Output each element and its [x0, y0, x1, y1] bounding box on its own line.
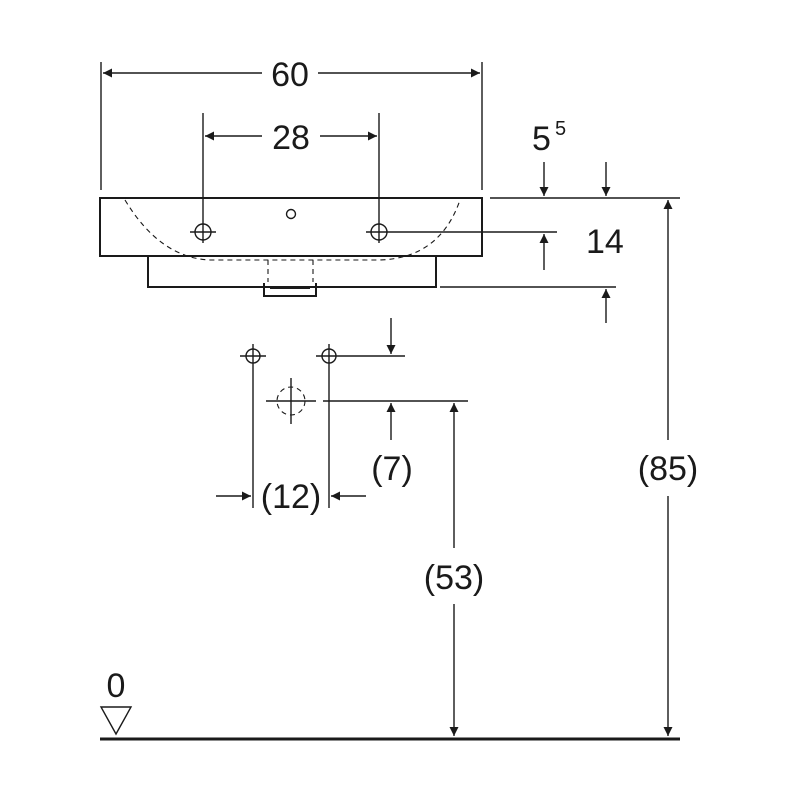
basin-top-body — [99, 197, 483, 257]
basin-lower-body — [147, 256, 437, 288]
bracket-hole-right — [316, 344, 342, 370]
floor-level — [99, 706, 680, 741]
overflow-hole — [285, 208, 297, 220]
bracket-spacing-label: (12) — [261, 478, 321, 516]
top-offset-dimension — [490, 162, 680, 199]
bracket-hole-left — [240, 344, 266, 370]
waste-pipe-position — [266, 378, 316, 424]
width-dimension — [100, 62, 483, 190]
tap-hole-right — [366, 222, 392, 243]
drain-hidden-line — [267, 260, 314, 282]
bowl-depth-label: 14 — [586, 223, 624, 261]
top-offset-superscript: 5 — [555, 118, 566, 140]
tap-spacing-label: 28 — [272, 119, 310, 157]
tap-spacing-dimension — [202, 113, 380, 222]
drain-outlet — [263, 283, 317, 297]
tap-hole-left — [190, 222, 216, 243]
top-offset-label: 5 — [532, 120, 551, 158]
bracket-height-label: (53) — [424, 559, 484, 597]
basin-bowl-hidden-line — [124, 199, 461, 261]
basin-front-view — [99, 197, 483, 297]
overall-width-label: 60 — [271, 56, 309, 94]
bowl-depth-dimension — [392, 231, 616, 323]
total-height-label: (85) — [638, 450, 698, 488]
bracket-vertical-dimension — [323, 318, 468, 440]
bracket-holes — [240, 344, 342, 508]
level-marker-icon — [99, 706, 133, 736]
floor-level-label: 0 — [107, 667, 126, 705]
bracket-vertical-label: (7) — [371, 450, 413, 488]
